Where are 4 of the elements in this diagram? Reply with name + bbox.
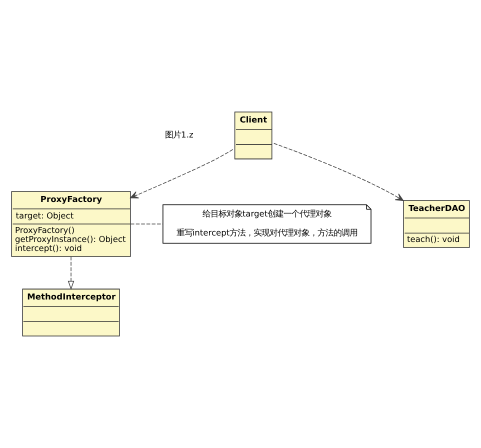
label: 图片1.z <box>165 130 194 140</box>
arrow <box>130 149 234 198</box>
arrow <box>273 142 404 202</box>
arrow <box>68 256 74 290</box>
